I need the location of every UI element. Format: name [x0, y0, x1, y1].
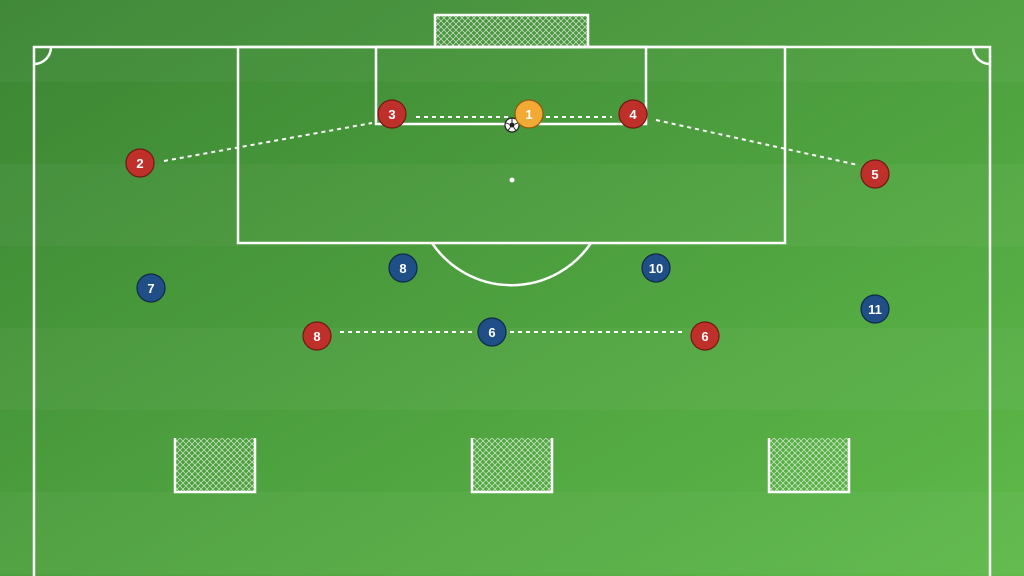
mini-goals [173, 438, 851, 494]
corner-arc-left [33, 46, 53, 66]
pass-line-2-to-3 [163, 122, 373, 162]
player-label: 1 [525, 107, 532, 122]
player-blue-10: 10 [641, 253, 671, 283]
player-blue-7: 7 [136, 273, 166, 303]
pass-lines [163, 116, 859, 333]
player-label: 7 [147, 281, 154, 296]
player-label: 6 [488, 325, 495, 340]
player-blue-8: 8 [388, 253, 418, 283]
player-label: 2 [136, 156, 143, 171]
player-red-4: 4 [618, 99, 648, 129]
player-markers: 1 2 3 4 5 8 6 7 [125, 99, 890, 351]
player-red-2: 2 [125, 148, 155, 178]
player-label: 10 [649, 261, 663, 276]
grass-stripe [0, 328, 1024, 410]
grass-stripe [0, 492, 1024, 574]
mini-goal-right [767, 438, 851, 494]
player-label: 4 [629, 107, 637, 122]
player-blue-11: 11 [860, 294, 890, 324]
penalty-arc [430, 242, 593, 287]
soccer-ball-icon [504, 117, 520, 133]
player-blue-6: 6 [477, 317, 507, 347]
main-goal [433, 13, 590, 49]
penalty-spot [509, 177, 515, 183]
player-label: 8 [399, 261, 406, 276]
player-label: 3 [388, 107, 395, 122]
player-label: 8 [313, 329, 320, 344]
player-label: 5 [871, 167, 878, 182]
player-goalkeeper-1: 1 [514, 99, 544, 129]
player-label: 11 [868, 302, 882, 317]
mini-goal-center [470, 438, 554, 494]
player-red-5: 5 [860, 159, 890, 189]
corner-arc-right [971, 46, 991, 66]
player-red-8: 8 [302, 321, 332, 351]
pass-line-4-to-5 [655, 119, 859, 166]
mini-goal-left [173, 438, 257, 494]
player-red-3: 3 [377, 99, 407, 129]
player-red-6: 6 [690, 321, 720, 351]
player-label: 6 [701, 329, 708, 344]
